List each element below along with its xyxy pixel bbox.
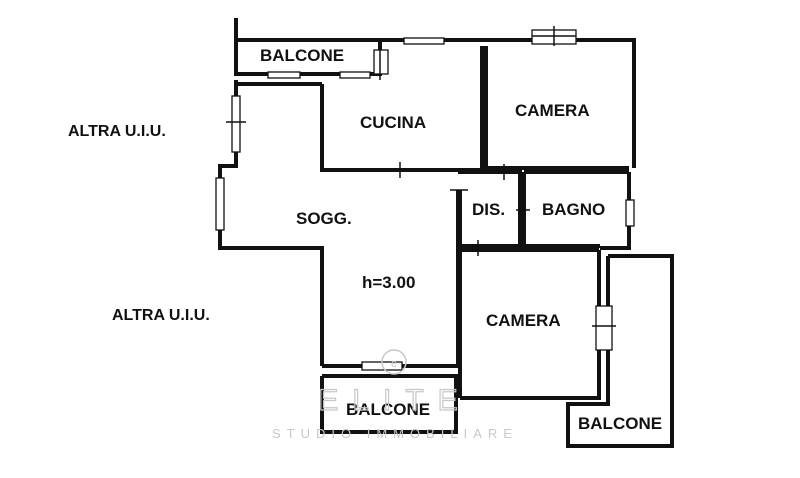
label-height: h=3.00	[362, 273, 415, 292]
interior-walls	[320, 46, 629, 398]
label-disimpegno: DIS.	[472, 200, 505, 219]
watermark: e ELITE STUDIO IMMOBILIARE	[272, 349, 518, 441]
label-camera-top: CAMERA	[515, 101, 590, 120]
label-camera-bottom: CAMERA	[486, 311, 561, 330]
openings	[215, 26, 635, 371]
label-cucina: CUCINA	[360, 113, 426, 132]
svg-text:e: e	[391, 358, 397, 370]
label-altra-uiu-bottom: ALTRA U.I.U.	[112, 307, 210, 324]
outer-walls	[218, 38, 636, 400]
label-soggiorno: SOGG.	[296, 209, 352, 228]
watermark-logo-icon	[381, 349, 407, 375]
label-balcone-bottom: BALCONE	[346, 400, 430, 419]
label-altra-uiu-top: ALTRA U.I.U.	[68, 123, 166, 140]
watermark-logo-text: ELITE	[318, 384, 471, 417]
watermark-subtitle: STUDIO IMMOBILIARE	[272, 426, 518, 441]
label-balcone-right: BALCONE	[578, 414, 662, 433]
label-bagno: BAGNO	[542, 200, 605, 219]
balcony-right	[566, 254, 674, 448]
label-balcone-top: BALCONE	[260, 46, 344, 65]
balcony-bottom	[320, 374, 458, 434]
